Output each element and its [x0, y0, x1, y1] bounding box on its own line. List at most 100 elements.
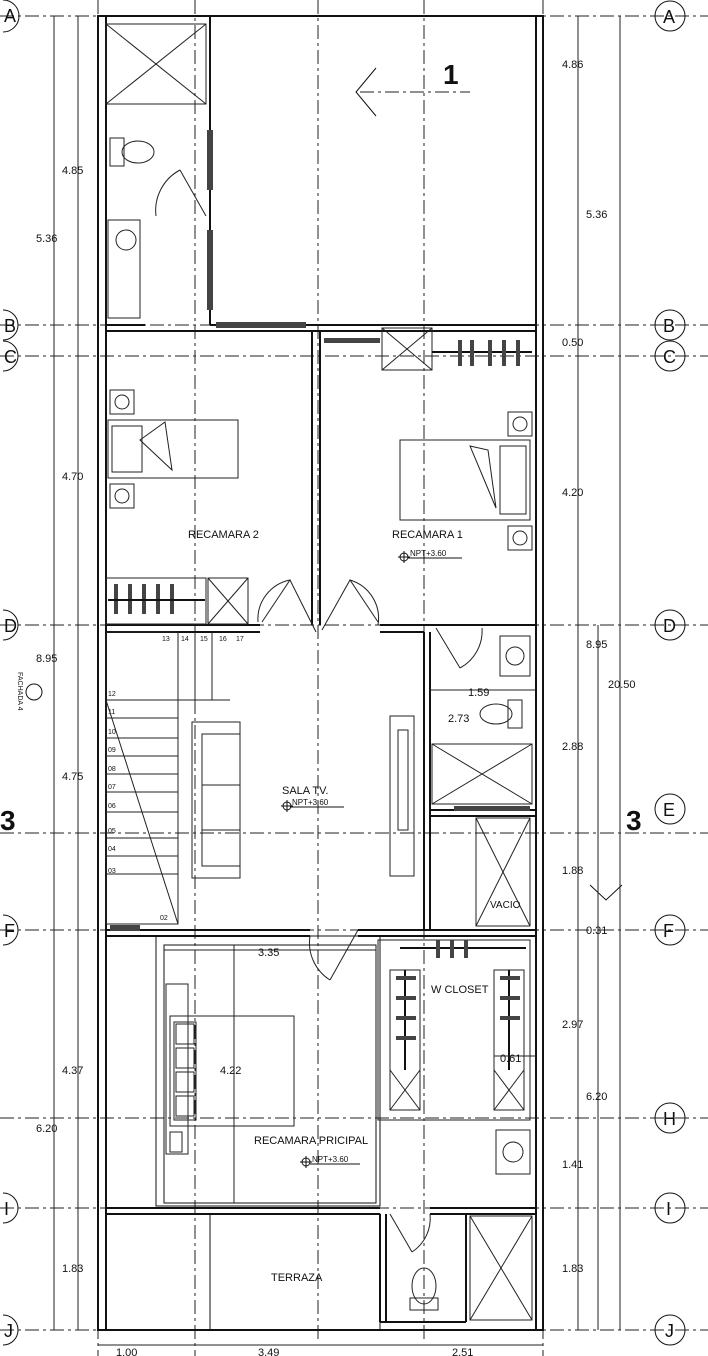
room-labels: RECAMARA 2 RECAMARA 1 NPT+3.60 SALA TV. … — [16, 529, 521, 1284]
svg-text:4.85: 4.85 — [62, 165, 83, 177]
level-recamara-principal: NPT+3.60 — [312, 1155, 349, 1164]
axis-markers: A A B B C C D D E F F H I I J J — [2, 0, 686, 1346]
svg-text:4.86: 4.86 — [562, 59, 583, 71]
svg-text:3.35: 3.35 — [258, 947, 279, 959]
svg-text:1: 1 — [443, 59, 459, 90]
svg-text:14: 14 — [181, 636, 189, 643]
level-sala-tv: NPT+3.60 — [292, 798, 329, 807]
svg-text:17: 17 — [236, 636, 244, 643]
svg-text:J: J — [4, 1321, 13, 1341]
level-mark-sala — [281, 800, 293, 812]
door-r1 — [321, 579, 380, 631]
svg-text:03: 03 — [108, 868, 116, 875]
walk-in-closet — [377, 939, 531, 1121]
svg-text:1.83: 1.83 — [62, 1263, 83, 1275]
svg-text:4.22: 4.22 — [220, 1065, 241, 1077]
level-mark-r1 — [398, 551, 410, 563]
svg-text:0.61: 0.61 — [500, 1053, 521, 1065]
svg-text:3: 3 — [0, 805, 16, 836]
sofa — [191, 721, 241, 879]
svg-text:A: A — [4, 6, 16, 26]
label-recamara-1: RECAMARA 1 — [392, 529, 463, 541]
label-sala-tv: SALA TV. — [282, 785, 328, 797]
svg-text:16: 16 — [219, 636, 227, 643]
vacio-void — [475, 817, 531, 927]
svg-text:04: 04 — [108, 846, 116, 853]
svg-text:D: D — [4, 616, 17, 636]
closet-r2 — [105, 577, 249, 625]
svg-text:D: D — [663, 616, 676, 636]
toilet-service — [479, 699, 523, 729]
svg-text:11: 11 — [108, 709, 115, 716]
svg-text:6.20: 6.20 — [586, 1091, 607, 1103]
svg-text:F: F — [4, 921, 15, 941]
svg-text:B: B — [663, 316, 675, 336]
bed-principal — [169, 1015, 295, 1127]
sink-principal — [495, 1129, 531, 1175]
section-mark-1: 1 — [355, 59, 470, 117]
svg-text:H: H — [663, 1109, 676, 1129]
bed-recamara-1 — [399, 439, 531, 521]
axis-marker-a-right: A — [654, 0, 686, 32]
toilet-terraza — [409, 1267, 439, 1311]
svg-text:15: 15 — [200, 636, 208, 643]
axis-marker-f-right: F — [654, 914, 686, 946]
svg-text:1.59: 1.59 — [468, 687, 489, 699]
door-r2 — [257, 579, 317, 633]
svg-text:3.49: 3.49 — [258, 1347, 279, 1356]
svg-text:2.97: 2.97 — [562, 1019, 583, 1031]
svg-text:C: C — [4, 347, 17, 367]
door-top-bath — [155, 169, 207, 217]
axis-marker-d-right: D — [654, 609, 686, 641]
nightstand-r2a — [109, 389, 135, 415]
svg-text:08: 08 — [108, 766, 116, 773]
svg-text:E: E — [663, 800, 675, 820]
svg-text:4.75: 4.75 — [62, 771, 83, 783]
svg-text:0.50: 0.50 — [562, 337, 583, 349]
shower-service — [431, 743, 533, 805]
sink-top — [107, 219, 141, 319]
svg-text:8.95: 8.95 — [586, 639, 607, 651]
fachada-tag: FACHADA 4 — [16, 672, 43, 711]
svg-text:5.36: 5.36 — [586, 209, 607, 221]
label-vacio: VACIO — [490, 900, 521, 911]
svg-text:2.73: 2.73 — [448, 713, 469, 725]
level-mark-principal — [300, 1156, 312, 1168]
door-terraza-bath — [389, 1213, 431, 1253]
fixtures: 02 03 04 05 06 07 08 09 10 11 12 13 14 1… — [105, 23, 533, 1321]
svg-text:06: 06 — [108, 803, 116, 810]
svg-text:3: 3 — [626, 805, 642, 836]
svg-text:4.37: 4.37 — [62, 1065, 83, 1077]
svg-text:0.31: 0.31 — [586, 925, 607, 937]
svg-text:I: I — [4, 1199, 9, 1219]
label-terraza: TERRAZA — [271, 1272, 323, 1284]
svg-text:6.20: 6.20 — [36, 1123, 57, 1135]
desk-principal — [165, 983, 189, 1155]
axis-marker-f-left: F — [2, 914, 19, 946]
toilet-top — [109, 137, 155, 167]
axis-marker-j-left: J — [2, 1314, 19, 1346]
svg-text:1.88: 1.88 — [562, 865, 583, 877]
door-principal — [309, 929, 359, 981]
shower-terraza — [469, 1215, 533, 1321]
axis-marker-i-right: I — [654, 1192, 686, 1224]
svg-text:5.36: 5.36 — [36, 233, 57, 245]
nightstand-r1a — [507, 411, 533, 437]
svg-text:1.41: 1.41 — [562, 1159, 583, 1171]
label-recamara-2: RECAMARA 2 — [188, 529, 259, 541]
svg-text:05: 05 — [108, 828, 116, 835]
axis-marker-b-right: B — [654, 309, 686, 341]
svg-text:07: 07 — [108, 784, 116, 791]
nightstand-r1b — [507, 525, 533, 551]
dimension-texts: 4.85 5.36 4.70 8.95 4.75 4.37 6.20 1.83 … — [36, 59, 636, 1356]
level-recamara-1: NPT+3.60 — [410, 549, 447, 558]
axis-marker-d-left: D — [2, 609, 19, 641]
tv-cabinet — [389, 715, 415, 877]
svg-text:10: 10 — [108, 729, 116, 736]
axis-marker-c-left: C — [2, 340, 19, 372]
svg-text:13: 13 — [162, 636, 170, 643]
svg-text:J: J — [665, 1321, 674, 1341]
axis-marker-e-right: E — [654, 793, 686, 825]
svg-text:1.00: 1.00 — [116, 1347, 137, 1356]
